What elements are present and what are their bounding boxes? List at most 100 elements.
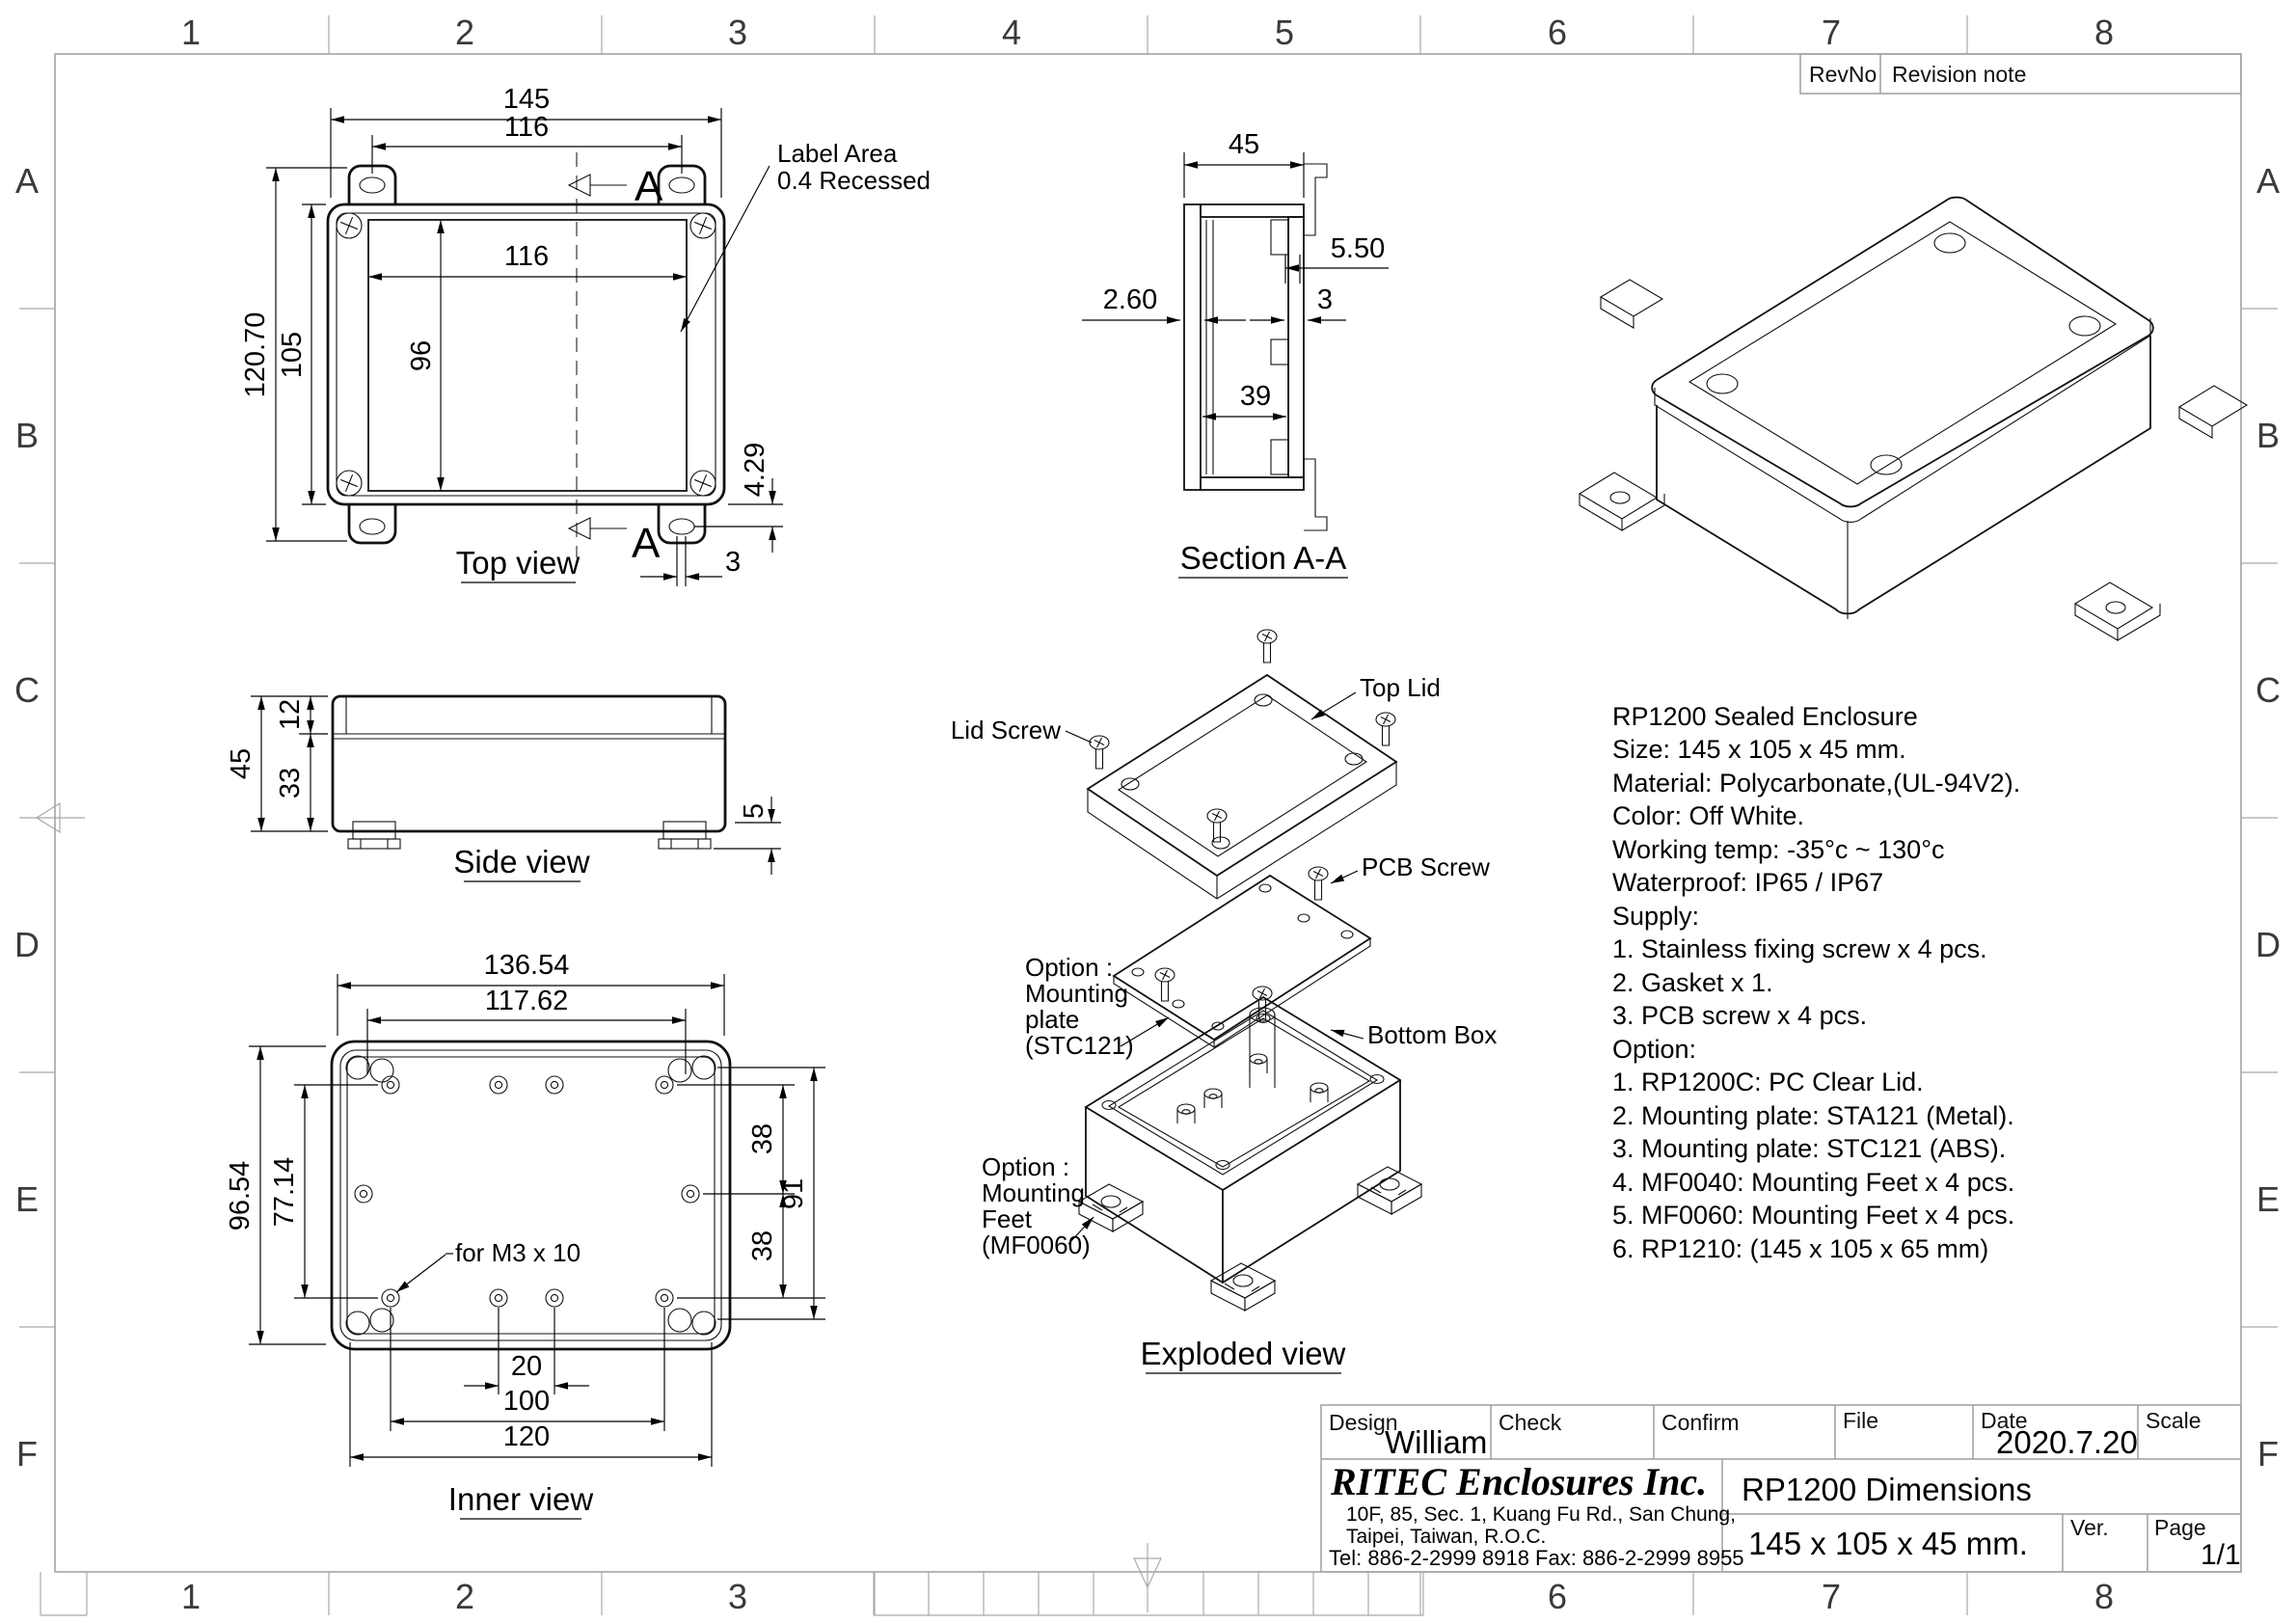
side-view-caption: Side view [453, 844, 589, 879]
dim-91: 91 [778, 1178, 809, 1209]
dim-lid-height: 12 [275, 699, 306, 730]
company-name: RITEC Enclosures Inc. [1330, 1460, 1707, 1503]
section-view: 45 5.50 2.60 3 39 Section A-A [1082, 129, 1389, 579]
pcb-screw-1 [1308, 866, 1329, 901]
center-mark-bottom [1133, 1543, 1162, 1612]
exploded-bottom-box [1084, 986, 1402, 1285]
spec-line: 2. Mounting plate: STA121 (Metal). [1612, 1101, 2014, 1130]
dim-overall-height: 120.70 [240, 312, 271, 398]
row-label: E [15, 1179, 39, 1219]
label-area-callout: Label Area 0.4 Recessed [680, 139, 931, 333]
spec-line: 3. PCB screw x 4 pcs. [1612, 1001, 1867, 1030]
design-value: William [1385, 1424, 1487, 1460]
dim-boss-width: 117.62 [485, 986, 569, 1016]
check-label: Check [1499, 1410, 1562, 1435]
row-label: A [2256, 161, 2280, 201]
spec-line: 1. Stainless fixing screw x 4 pcs. [1612, 934, 1987, 963]
dim-foot-height: 5 [739, 803, 770, 819]
row-label: C [14, 670, 40, 710]
lid-screw-3 [1375, 712, 1396, 746]
dim-label-height: 96 [406, 340, 437, 371]
inner-view-body [330, 1040, 732, 1351]
exploded-labels: Lid Screw Top Lid PCB Screw Option : Mou… [951, 673, 1498, 1259]
scale-cells [40, 1572, 1424, 1616]
confirm-label: Confirm [1661, 1410, 1740, 1435]
scale-label: Scale [2146, 1408, 2201, 1433]
row-label: E [2256, 1179, 2280, 1219]
drawing-title: RP1200 Dimensions [1742, 1472, 2032, 1507]
col-label: 2 [455, 13, 474, 52]
spec-line: 5. MF0060: Mounting Feet x 4 pcs. [1612, 1201, 2014, 1230]
company-address2: Taipei, Taiwan, R.O.C. [1346, 1526, 1546, 1548]
dim-120: 120 [503, 1421, 550, 1452]
dim-100: 100 [503, 1386, 550, 1417]
lid-screw-1 [1089, 735, 1110, 770]
dim-slot-offset: 4.29 [740, 443, 770, 497]
dim-boss: 5.50 [1331, 233, 1385, 264]
spec-line: Working temp: -35°c ~ 130°c [1612, 835, 1945, 864]
exploded-view-caption: Exploded view [1141, 1336, 1346, 1371]
col-label: 3 [728, 1577, 747, 1616]
dim-38-bottom: 38 [747, 1231, 778, 1261]
col-label: 3 [728, 13, 747, 52]
spec-line: Size: 145 x 105 x 45 mm. [1612, 735, 1906, 764]
plate-option-line4: (STC121) [1025, 1031, 1134, 1060]
col-label: 7 [1822, 13, 1841, 52]
spec-line: 6. RP1210: (145 x 105 x 65 mm) [1612, 1234, 1988, 1263]
col-label: 6 [1548, 13, 1567, 52]
col-label: 2 [455, 1577, 474, 1616]
dim-label-width: 116 [504, 241, 549, 272]
date-value: 2020.7.20 [1996, 1424, 2138, 1460]
plate-option-line3: plate [1025, 1005, 1079, 1034]
plate-option-line2: Mounting [1025, 979, 1128, 1008]
revision-table: RevNo Revision note [1799, 53, 2242, 95]
dim-outer-height: 96.54 [225, 1161, 256, 1231]
page-label: Page [2154, 1515, 2206, 1540]
design-label: Design [1329, 1410, 1398, 1435]
side-view: 45 12 33 5 Side view [226, 694, 781, 882]
spec-line: RP1200 Sealed Enclosure [1612, 702, 1918, 731]
top-view-dimensions: 145 116 116 96 105 120.70 4.29 [240, 84, 783, 586]
spec-line: 1. RP1200C: PC Clear Lid. [1612, 1068, 1924, 1096]
top-view-body [326, 152, 726, 557]
exploded-top-lid [1086, 673, 1398, 900]
col-label: 7 [1822, 1577, 1841, 1616]
side-view-body [331, 694, 727, 850]
section-cut-markers: A A [567, 163, 663, 567]
dim-slot-width: 3 [725, 547, 741, 578]
spec-line: Material: Polycarbonate,(UL-94V2). [1612, 769, 2020, 798]
dim-height: 45 [226, 748, 257, 779]
row-label: A [15, 161, 39, 201]
dim-overall-width: 145 [503, 84, 550, 115]
row-label: B [15, 416, 39, 455]
top-view: A A 145 116 116 96 105 [240, 84, 931, 586]
inner-view: 136.54 117.62 96.54 77.14 38 38 91 [225, 950, 825, 1520]
dim-depth: 45 [1229, 129, 1259, 160]
label-area-line2: 0.4 Recessed [777, 166, 931, 195]
dim-body-height: 105 [277, 332, 308, 378]
row-label: F [16, 1434, 38, 1474]
spec-line: Option: [1612, 1035, 1696, 1064]
sheet-frame: 1 2 3 4 5 6 7 8 1 2 3 6 7 8 A B C D E F … [14, 13, 2281, 1616]
side-view-dimensions: 45 12 33 5 [226, 695, 781, 875]
file-label: File [1843, 1408, 1878, 1433]
top-lid-label: Top Lid [1360, 673, 1441, 702]
feet-option-line4: (MF0060) [982, 1231, 1091, 1259]
boss-note: for M3 x 10 [455, 1238, 581, 1267]
pcb-screw-2 [1154, 967, 1175, 1002]
spec-block: RP1200 Sealed Enclosure Size: 145 x 105 … [1612, 702, 2020, 1263]
grid-labels: 1 2 3 4 5 6 7 8 1 2 3 6 7 8 A B C D E F … [14, 13, 2281, 1616]
dim-outer-width: 136.54 [484, 950, 570, 981]
feet-option-line3: Feet [982, 1204, 1033, 1233]
col-label: 8 [2094, 1577, 2114, 1616]
drawing-size: 145 x 105 x 45 mm. [1748, 1526, 2028, 1561]
dim-38-top: 38 [747, 1123, 778, 1154]
dim-20: 20 [511, 1351, 542, 1382]
dim-boss-height: 77.14 [269, 1157, 300, 1228]
center-mark-left [19, 801, 85, 834]
exploded-view: Lid Screw Top Lid PCB Screw Option : Mou… [951, 629, 1498, 1374]
section-letter-bottom: A [632, 520, 661, 567]
row-label: C [2255, 670, 2281, 710]
dim-lid-thickness: 2.60 [1103, 284, 1157, 315]
